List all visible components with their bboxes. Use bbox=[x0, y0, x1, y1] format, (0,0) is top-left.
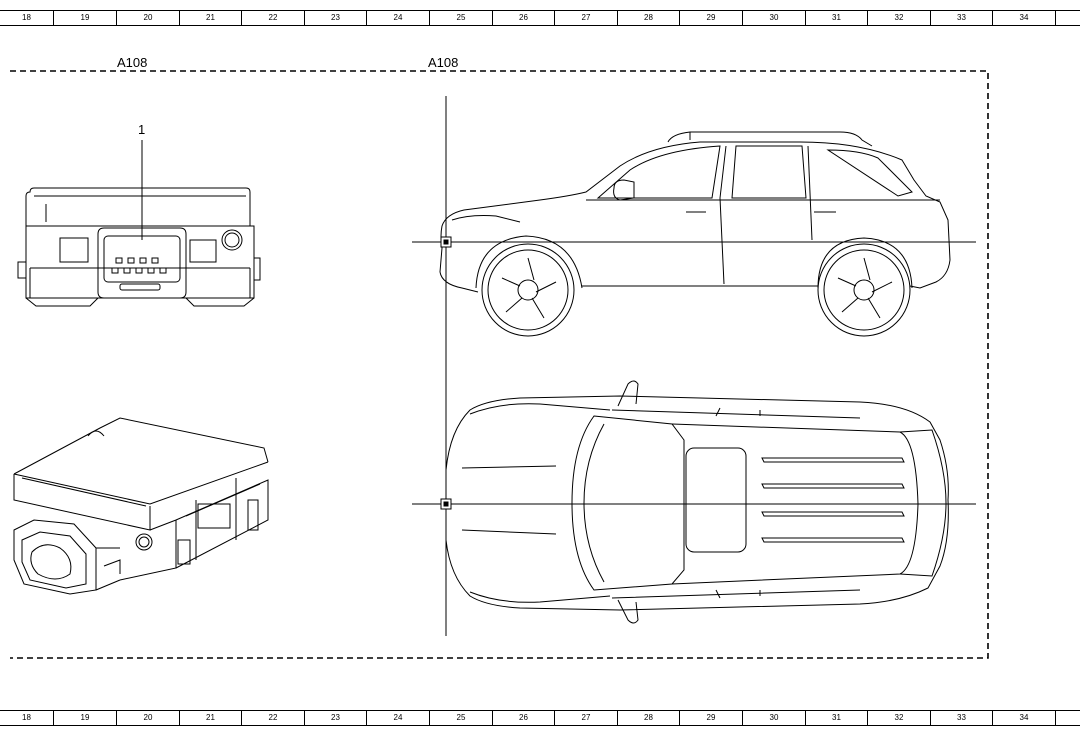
ruler-cell: 30 bbox=[743, 11, 806, 25]
ruler-cell: 30 bbox=[743, 711, 806, 725]
ruler-cell: 31 bbox=[806, 11, 868, 25]
bottom-column-ruler: 18 19 20 21 22 23 24 25 26 27 28 29 30 3… bbox=[0, 710, 1080, 726]
ruler-cell: 26 bbox=[493, 711, 555, 725]
ruler-cell: 21 bbox=[180, 711, 242, 725]
ruler-cell: 31 bbox=[806, 711, 868, 725]
ruler-cell: 24 bbox=[367, 11, 430, 25]
square-location-marker-icon bbox=[440, 236, 452, 248]
ruler-cell: 23 bbox=[305, 711, 367, 725]
callout-number-1: 1 bbox=[138, 122, 146, 137]
ruler-cell: 33 bbox=[931, 11, 993, 25]
ruler-cell: 29 bbox=[680, 11, 743, 25]
suv-top-view-icon bbox=[445, 380, 949, 624]
ruler-cell: 28 bbox=[618, 711, 680, 725]
dashed-boundary bbox=[10, 70, 989, 659]
ruler-cell: 23 bbox=[305, 11, 367, 25]
ruler-cell: 20 bbox=[117, 711, 180, 725]
ruler-cell: 32 bbox=[868, 11, 931, 25]
ruler-cell: 22 bbox=[242, 11, 305, 25]
connector-module-front-view-icon bbox=[17, 187, 261, 307]
suv-side-view-icon bbox=[439, 131, 951, 337]
ruler-cell: 25 bbox=[430, 11, 493, 25]
square-location-marker-icon bbox=[440, 498, 452, 510]
ruler-cell: 24 bbox=[367, 711, 430, 725]
component-label-a108-right: A108 bbox=[428, 55, 459, 70]
ruler-cell: 28 bbox=[618, 11, 680, 25]
ruler-cell: 34 bbox=[993, 711, 1056, 725]
ruler-cell: 18 bbox=[0, 711, 54, 725]
connector-module-isometric-view-icon bbox=[13, 417, 269, 595]
ruler-cell: 22 bbox=[242, 711, 305, 725]
ruler-cell: 19 bbox=[54, 711, 117, 725]
ruler-cell: 21 bbox=[180, 11, 242, 25]
ruler-cell: 27 bbox=[555, 711, 618, 725]
ruler-cell: 33 bbox=[931, 711, 993, 725]
ruler-cell: 32 bbox=[868, 711, 931, 725]
component-label-a108-left: A108 bbox=[117, 55, 148, 70]
top-column-ruler: 18 19 20 21 22 23 24 25 26 27 28 29 30 3… bbox=[0, 10, 1080, 26]
ruler-cell: 19 bbox=[54, 11, 117, 25]
ruler-cell: 25 bbox=[430, 711, 493, 725]
ruler-cell: 34 bbox=[993, 11, 1056, 25]
ruler-cell: 18 bbox=[0, 11, 54, 25]
ruler-cell: 20 bbox=[117, 11, 180, 25]
ruler-cell: 27 bbox=[555, 11, 618, 25]
ruler-cell: 26 bbox=[493, 11, 555, 25]
ruler-cell: 29 bbox=[680, 711, 743, 725]
